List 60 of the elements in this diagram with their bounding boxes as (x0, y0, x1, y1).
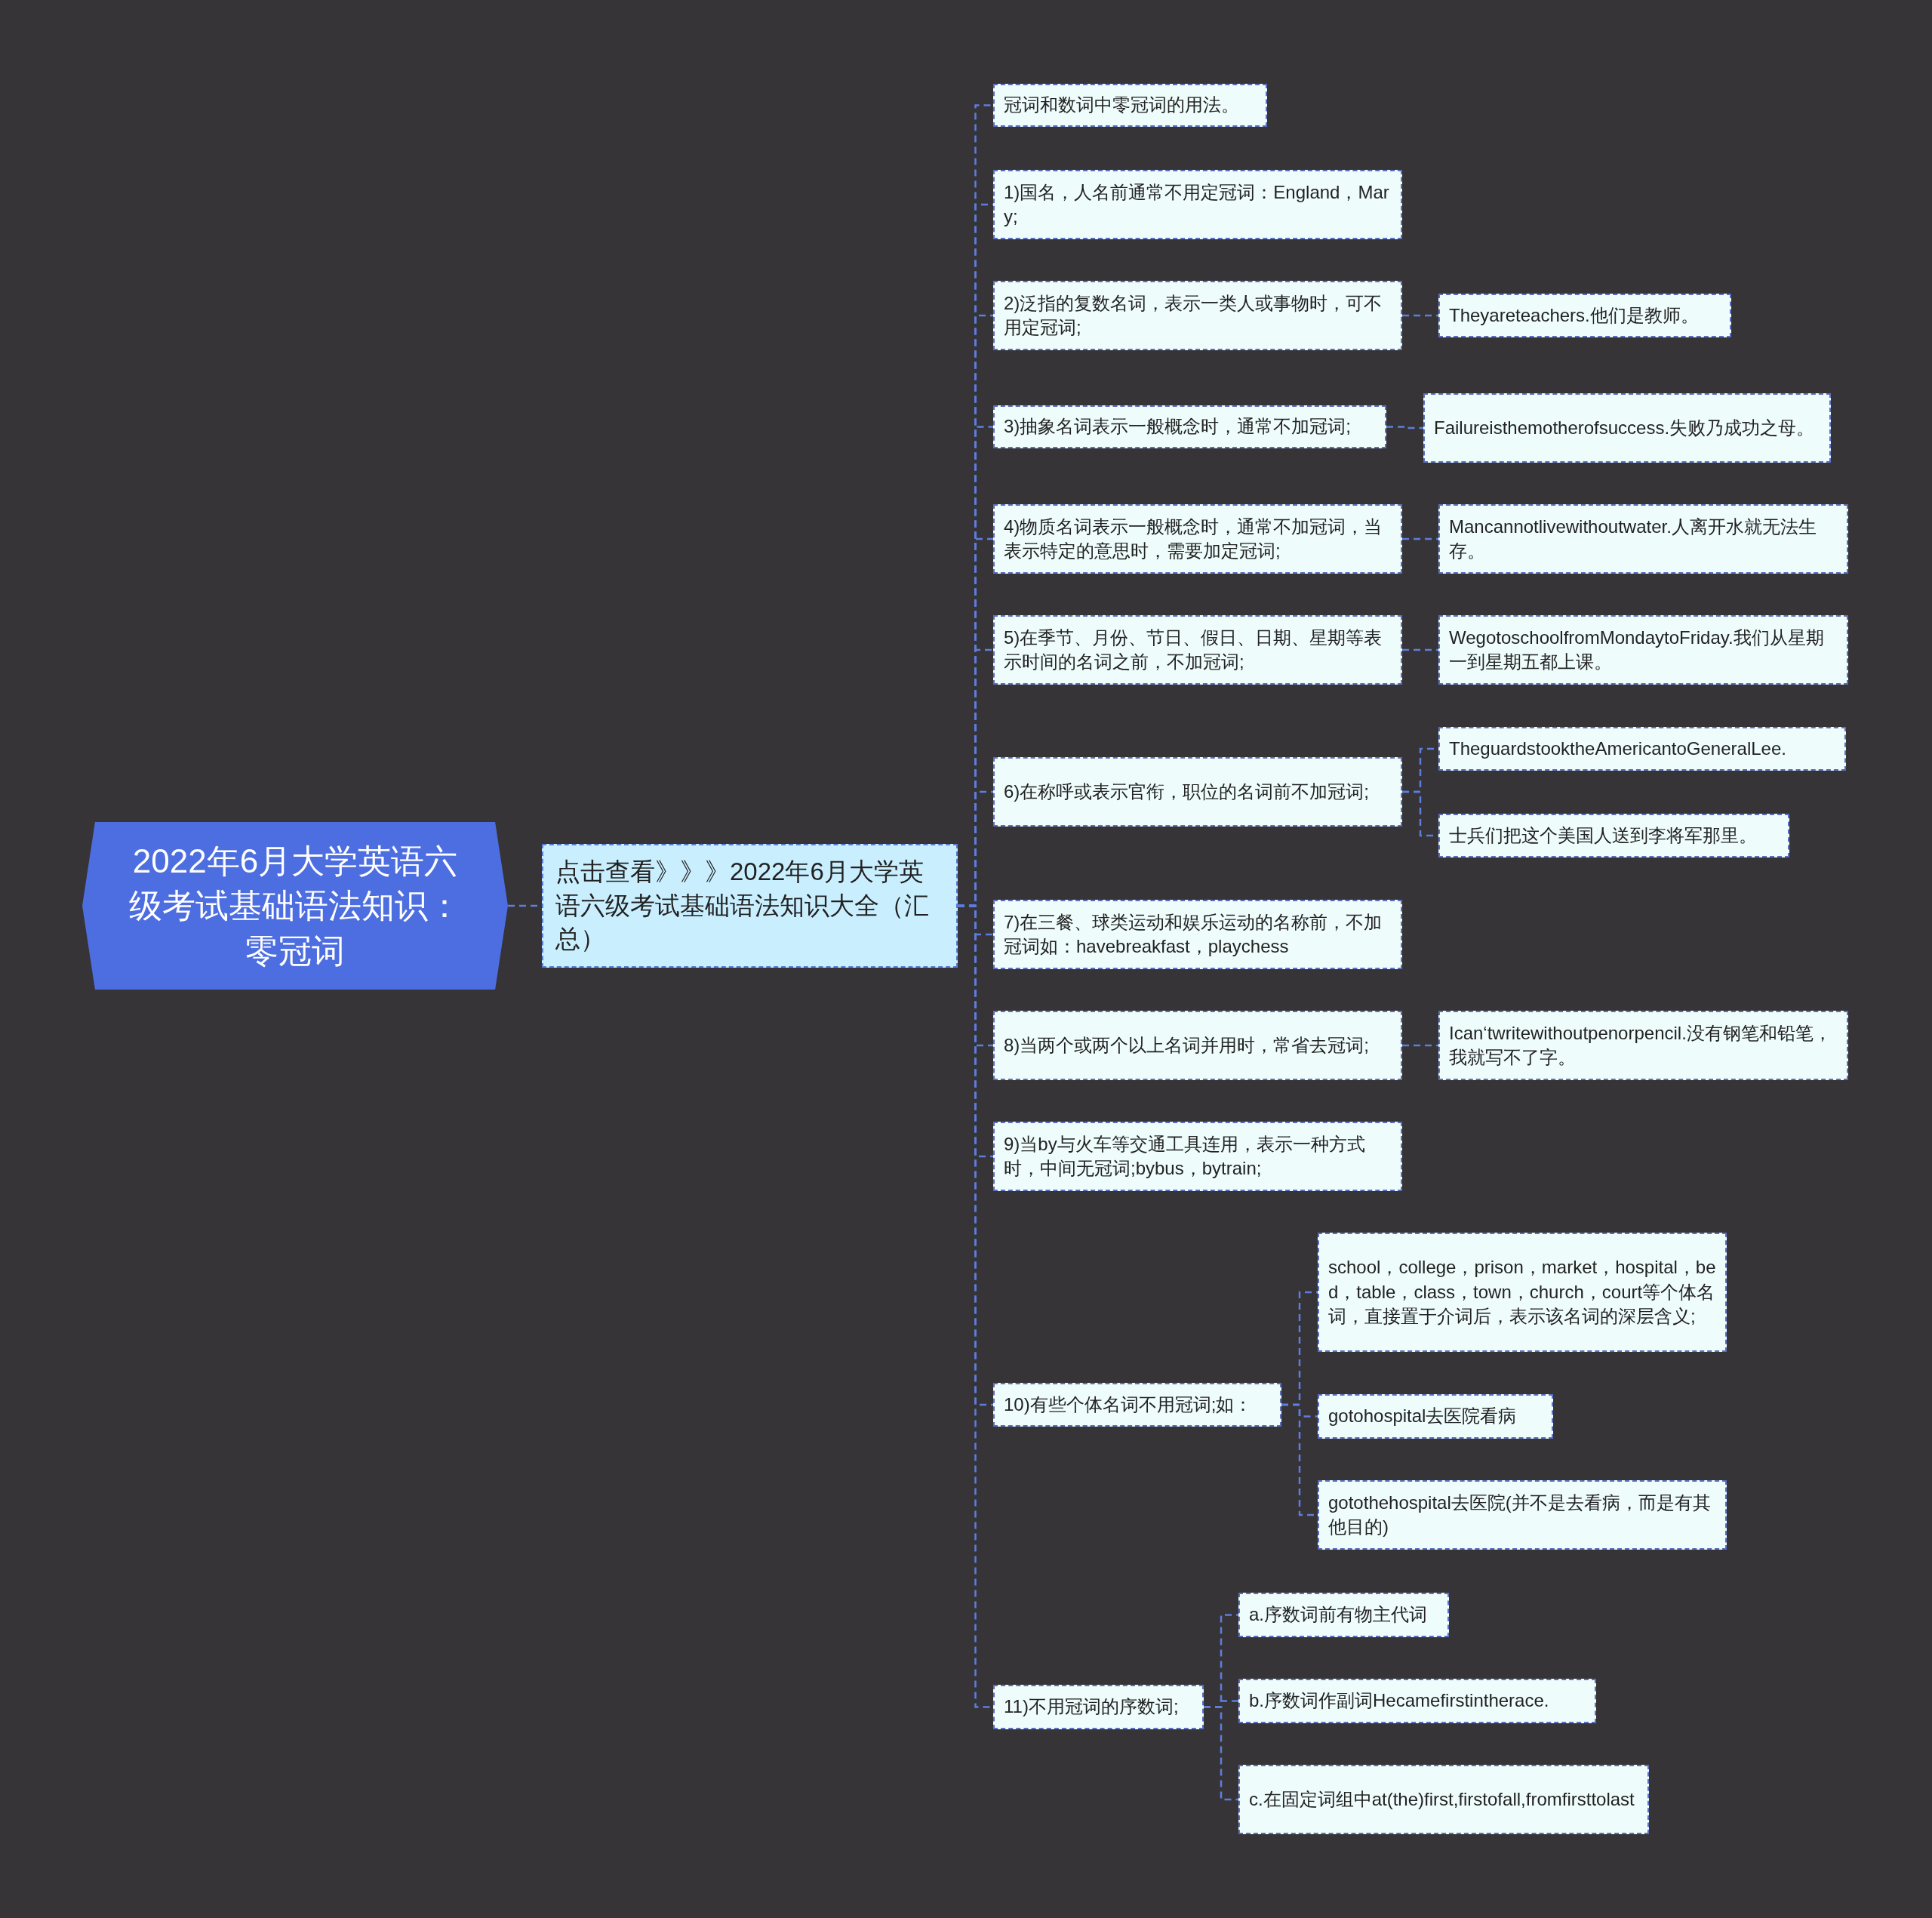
node-text: 1)国名，人名前通常不用定冠词：England，Mary; (1004, 180, 1390, 228)
node-text: 10)有些个体名词不用冠词;如： (1004, 1393, 1253, 1416)
topic-box (1438, 294, 1731, 337)
branch-box (542, 844, 958, 968)
node-text: Theyareteachers.他们是教师。 (1449, 303, 1699, 327)
topic-box (993, 1383, 1281, 1427)
node-text: c.在固定词组中at(the)first,firstofall,fromfirsttolast (1249, 1787, 1635, 1811)
node-text: 7)在三餐、球类运动和娱乐运动的名称前，不加冠词如：havebreakfast，playchess (1004, 910, 1383, 958)
node-text: 5)在季节、月份、节日、假日、日期、星期等表示时间的名词之前，不加冠词; (1004, 626, 1383, 673)
node-text: WegotoschoolfromMondaytoFriday.我们从星期一到星期五都上课。 (1449, 626, 1825, 673)
node-text: gotohospital去医院看病 (1328, 1405, 1517, 1428)
node-text: 点击查看》》》2022年6月大学英语六级考试基础语法知识大全（汇总） (555, 857, 930, 955)
topic-box (1438, 727, 1846, 771)
topic-box (993, 1011, 1402, 1080)
connector-line (1402, 648, 1438, 651)
topic-box (1438, 504, 1848, 574)
node-text: 4)物质名词表示一般概念时，通常不加冠词，当表示特定的意思时，需要加定冠词; (1004, 515, 1383, 562)
node-text: 2)泛指的复数名词，表示一类人或事物时，可不用定冠词; (1004, 291, 1383, 339)
node-text: 2022年6月大学英语六级考试基础语法知识：零冠词 (128, 841, 462, 971)
connector-line (1402, 314, 1438, 317)
topic-box (1318, 1480, 1727, 1550)
node-text: school，college，prison，market，hospital，bed，table，class，town，church，court等个体名词，直接置于介词后，表示该名词的深层含义; (1328, 1256, 1716, 1328)
topic-box (993, 170, 1402, 239)
topic-box (1238, 1765, 1649, 1834)
node-text: b.序数词作副词Hecamefirstintherace. (1249, 1689, 1549, 1713)
connector-line (1402, 1044, 1438, 1047)
node-text: Failureisthemotherofsuccess.失败乃成功之母。 (1434, 416, 1815, 439)
node-text: 3)抽象名词表示一般概念时，通常不加冠词; (1004, 415, 1351, 439)
topic-box (1238, 1679, 1596, 1723)
node-text: 11)不用冠词的序数词; (1004, 1695, 1179, 1719)
topic-hexagon (82, 822, 508, 990)
topic-box (993, 504, 1402, 574)
topic-box (1438, 615, 1848, 685)
node-text: Mancannotlivewithoutwater.人离开水就无法生存。 (1449, 515, 1817, 562)
topic-box (1438, 814, 1789, 857)
node-text: 6)在称呼或表示官衔，职位的名词前不加冠词; (1004, 780, 1369, 803)
topic-box (1318, 1394, 1553, 1439)
topic-box (993, 757, 1402, 827)
topic-box (993, 1122, 1402, 1191)
node-text: 士兵们把这个美国人送到李将军那里。 (1449, 824, 1757, 847)
topic-box (993, 615, 1402, 685)
node-text: TheguardstooktheAmericantoGeneralLee. (1449, 737, 1786, 760)
connector-line (1204, 1706, 1238, 1801)
node-text: gotothehospital去医院(并不是去看病，而是有其他目的) (1328, 1491, 1712, 1538)
topic-box (993, 281, 1402, 350)
topic-box (1318, 1233, 1727, 1352)
topic-box (1438, 1011, 1848, 1080)
topic-box (993, 1685, 1204, 1729)
node-text: 9)当by与火车等交通工具连用，表示一种方式时，中间无冠词;bybus，bytrain; (1004, 1132, 1366, 1180)
node-text: Ican‘twritewithoutpenorpencil.没有钢笔和铅笔，我就写不了字。 (1449, 1021, 1832, 1069)
topic-box (993, 405, 1386, 448)
topic-box (993, 900, 1402, 969)
topic-box (993, 84, 1267, 127)
node-text: a.序数词前有物主代词 (1249, 1603, 1427, 1627)
connector-line (1402, 537, 1438, 540)
node-text: 8)当两个或两个以上名词并用时，常省去冠词; (1004, 1033, 1369, 1057)
node-text: 冠词和数词中零冠词的用法。 (1004, 94, 1239, 117)
connector-line (1386, 426, 1423, 429)
topic-box (1238, 1593, 1449, 1637)
topic-box (1423, 393, 1831, 463)
